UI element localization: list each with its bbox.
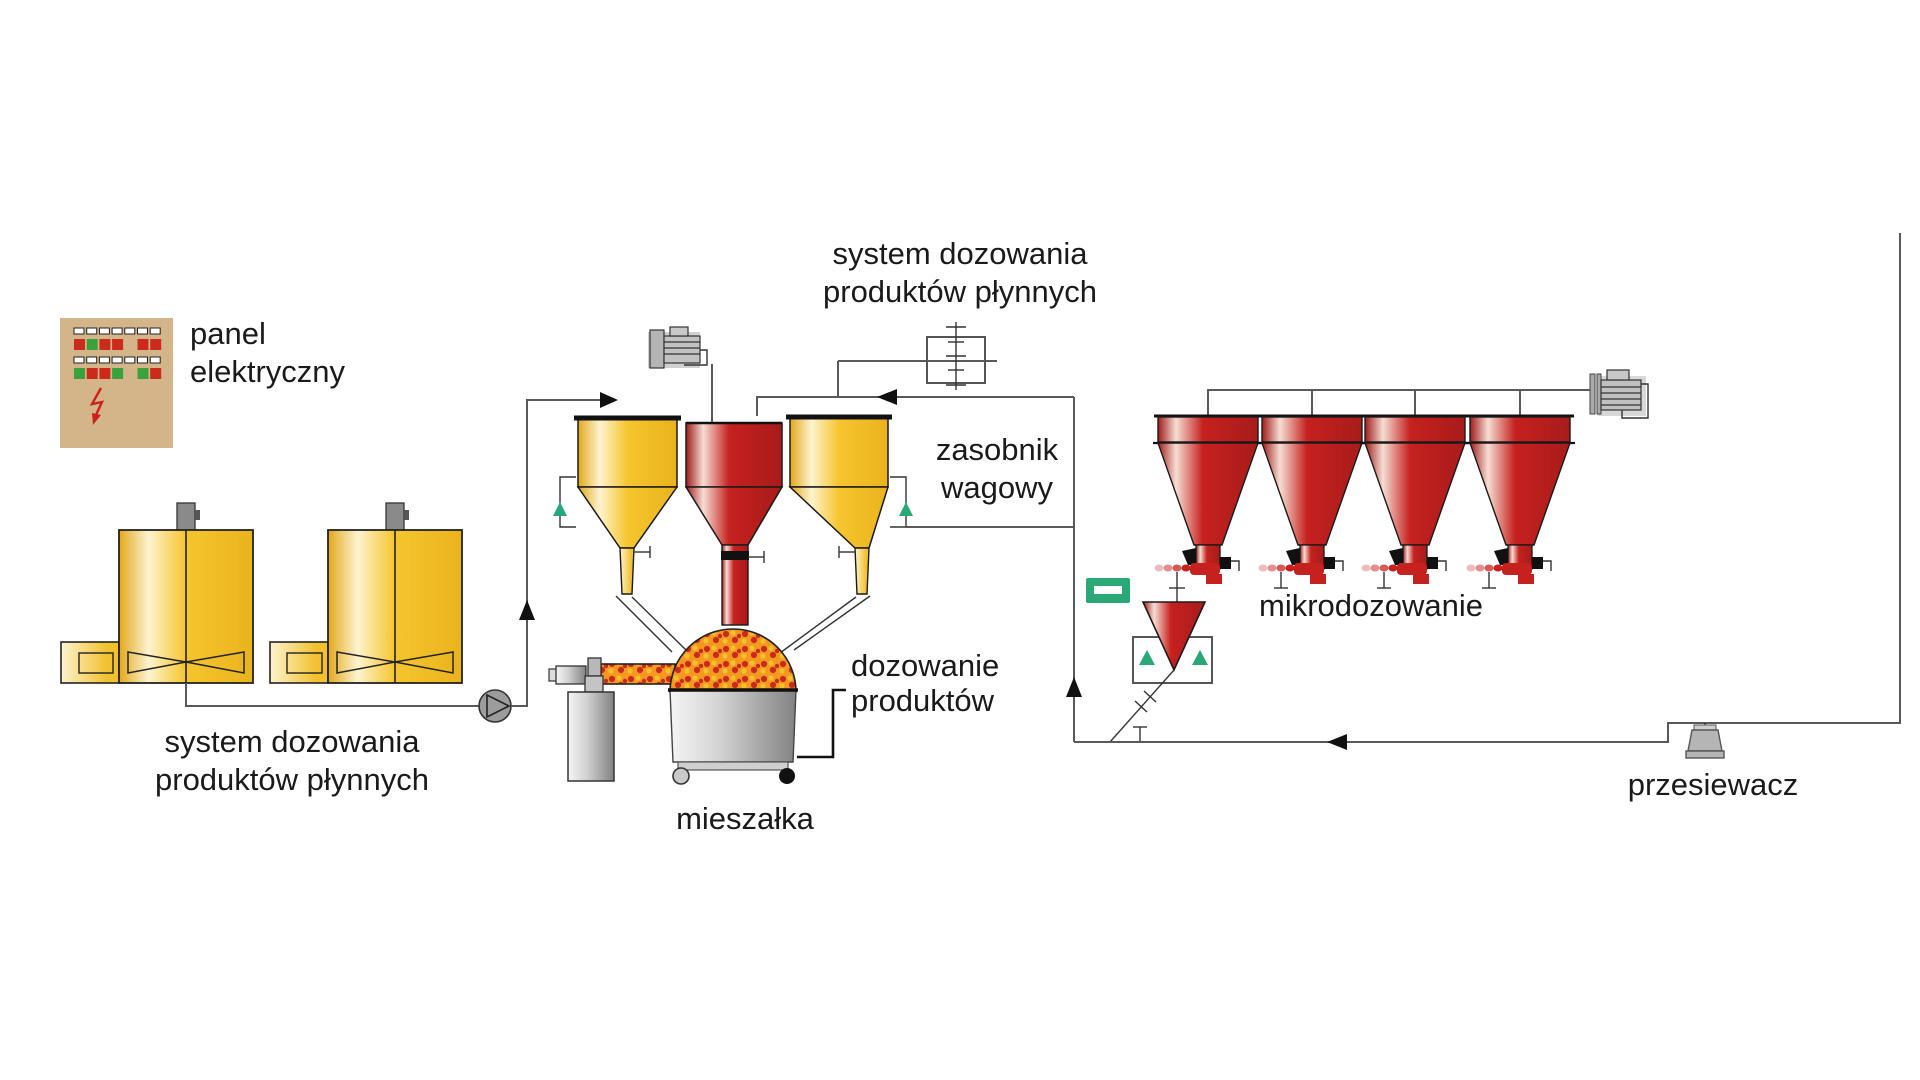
pump-icon	[478, 689, 512, 723]
pipe-return-to-hopper	[756, 396, 1074, 416]
valve-band	[721, 551, 749, 560]
label-panel-line2: elektryczny	[190, 354, 346, 389]
valve-block	[1182, 548, 1196, 565]
micro-weigh-hopper	[1109, 601, 1213, 743]
label-dosing-line2: produktów	[851, 683, 995, 718]
micro-hopper-2	[1257, 414, 1367, 584]
pipe-pump-to-hoppers	[511, 399, 600, 707]
label-zasobnik-line1: zasobnik	[936, 432, 1059, 467]
valve-tick	[634, 546, 855, 563]
switch-row	[73, 327, 161, 335]
motor-icon	[385, 502, 405, 532]
motor-icon-center	[648, 326, 708, 369]
outlet-hooks	[1169, 572, 1496, 602]
microdosing-group	[1153, 369, 1649, 602]
tank-side-box	[269, 641, 329, 684]
callout-bracket	[797, 688, 846, 759]
sieve-icon	[1685, 723, 1725, 759]
label-microdosing: mikrodozowanie	[1259, 588, 1483, 623]
weigh-cone	[1141, 601, 1207, 672]
granule-dome	[669, 628, 797, 693]
level-sensor-icon	[1139, 650, 1155, 665]
label-zasobnik-line2: wagowy	[940, 470, 1053, 505]
pipe-tanks-to-pump	[185, 683, 479, 707]
flow-arrow-right	[600, 392, 618, 408]
wheel-icon	[779, 768, 795, 784]
hopper-yellow-left	[574, 415, 681, 595]
feeder-container	[548, 657, 615, 782]
label-liquid-left-line1: system dozowania	[164, 724, 420, 759]
flow-arrow-up	[1066, 677, 1082, 697]
electrical-panel	[60, 318, 173, 448]
label-sieve: przesiewacz	[1628, 767, 1799, 802]
pipe-micro-header	[1207, 389, 1592, 416]
motor-icon	[176, 502, 196, 532]
indicator-row	[74, 368, 162, 379]
agitator-icon	[336, 651, 454, 674]
tank-side-box	[60, 641, 120, 684]
mixer-base	[677, 761, 789, 771]
mixer-unit	[548, 628, 846, 785]
level-sensor-left	[553, 476, 576, 528]
chute-left	[615, 595, 687, 653]
valve-block	[1220, 557, 1231, 569]
weight-indicator-icon	[1086, 578, 1130, 603]
feed-pipe-granules	[600, 663, 676, 685]
hopper-red-center	[684, 421, 784, 626]
indicator-row	[74, 339, 162, 350]
liquid-tank-2	[269, 502, 463, 684]
valve-manifold-icon	[838, 322, 997, 390]
discharge-line	[1109, 669, 1175, 743]
level-sensor-icon	[553, 502, 567, 516]
liquid-tank-1	[60, 502, 254, 684]
micro-hopper-4	[1465, 414, 1575, 584]
weighing-hopper-group	[553, 414, 913, 654]
chute-right	[779, 595, 871, 654]
label-liquid-top-line2: produktów płynnych	[823, 274, 1097, 309]
micro-hopper-1	[1153, 414, 1263, 584]
label-liquid-top-line1: system dozowania	[832, 236, 1088, 271]
hopper-yellow-right	[786, 414, 892, 595]
level-sensor-right	[890, 476, 913, 528]
label-liquid-left-line2: produktów płynnych	[155, 762, 429, 797]
pipe-sieve-return	[1074, 233, 1901, 743]
motor-nub	[195, 510, 200, 520]
level-sensor-icon	[899, 502, 913, 516]
motor-nub	[404, 510, 409, 520]
wheel-icon	[672, 767, 690, 785]
flow-arrow-left	[1327, 734, 1347, 750]
motor-icon-micro	[1589, 369, 1649, 419]
micro-hopper-3	[1360, 414, 1470, 584]
label-panel-line1: panel	[190, 316, 266, 351]
label-dosing-line1: dozowanie	[851, 648, 999, 683]
agitator-icon	[127, 651, 245, 674]
mixer-drum	[669, 689, 797, 763]
lightning-icon	[89, 387, 105, 425]
flow-arrow-left	[877, 389, 897, 405]
level-sensor-icon	[1192, 650, 1208, 665]
switch-row	[73, 356, 161, 364]
flow-arrow-up	[519, 600, 535, 620]
panel-body	[60, 318, 173, 448]
label-mixer: mieszałka	[676, 801, 815, 836]
